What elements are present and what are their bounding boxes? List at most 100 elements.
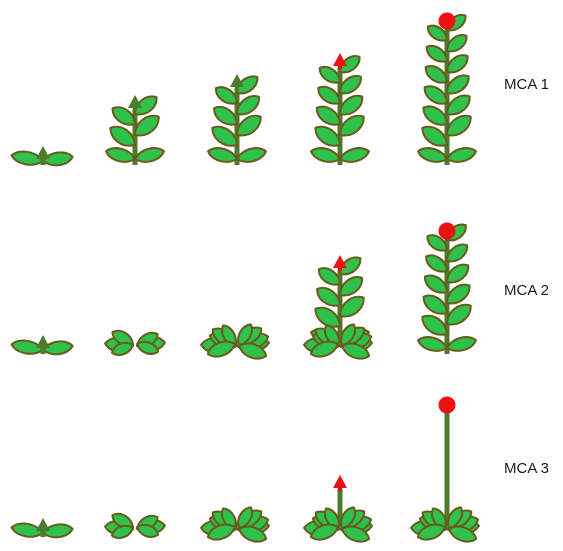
plant-stage-2 xyxy=(104,329,166,356)
leaf xyxy=(211,125,238,147)
plant-stage-1 xyxy=(10,335,74,356)
leaf xyxy=(236,114,262,137)
leaf xyxy=(134,114,160,137)
leaf xyxy=(42,523,74,539)
leaf xyxy=(446,243,469,263)
leaf xyxy=(206,523,236,541)
leaf xyxy=(446,336,477,352)
shoot-arrow-icon xyxy=(36,335,50,348)
leaf xyxy=(309,523,339,541)
plant-stage-4 xyxy=(310,53,370,165)
flower-bud xyxy=(438,12,456,30)
leaf xyxy=(10,339,44,355)
shoot-arrow-icon xyxy=(36,518,50,531)
plant-stage-4 xyxy=(303,255,373,360)
leaf xyxy=(425,44,448,63)
leaf xyxy=(422,105,448,126)
leaf xyxy=(42,151,74,167)
leaf xyxy=(341,525,371,543)
leaf xyxy=(238,342,268,360)
leaf xyxy=(109,125,136,147)
leaf xyxy=(310,147,341,163)
flower-bud xyxy=(438,222,456,240)
leaf xyxy=(417,336,448,352)
leaf xyxy=(315,105,341,126)
leaf xyxy=(134,147,165,163)
leaf xyxy=(447,506,463,529)
leaf xyxy=(10,522,44,538)
leaf xyxy=(10,150,44,166)
leaf xyxy=(236,147,267,163)
plant-stage-3 xyxy=(200,506,270,543)
leaf xyxy=(417,147,448,163)
shoot-arrow-icon xyxy=(36,146,50,159)
leaf xyxy=(207,147,238,163)
leaf xyxy=(318,65,341,84)
flower-bud xyxy=(438,396,456,414)
inflorescence-arrow-icon xyxy=(333,255,347,268)
leaf xyxy=(426,24,448,42)
leaf xyxy=(339,75,362,95)
leaf xyxy=(105,147,136,163)
plant-stage-4 xyxy=(303,475,373,543)
leaf xyxy=(214,86,238,105)
plant-row-3 xyxy=(10,396,480,543)
leaf xyxy=(339,94,364,116)
leaf xyxy=(446,303,472,326)
leaf xyxy=(446,74,470,95)
plant-stage-1 xyxy=(10,518,74,539)
leaf xyxy=(339,147,370,163)
plant-row-1 xyxy=(10,12,477,167)
plant-stage-5 xyxy=(410,396,480,543)
leaf xyxy=(317,85,341,105)
leaf xyxy=(340,323,356,346)
leaf xyxy=(425,254,448,273)
plant-stage-2 xyxy=(105,95,165,165)
plant-stage-2 xyxy=(104,512,166,539)
leaf xyxy=(421,125,448,147)
leaf xyxy=(446,114,472,137)
leaf xyxy=(446,283,471,305)
leaf xyxy=(446,147,477,163)
leaf xyxy=(237,323,253,346)
leaf xyxy=(416,523,446,541)
leaf xyxy=(421,314,448,336)
leaf xyxy=(446,263,470,284)
plant-stage-3 xyxy=(207,74,267,165)
leaf xyxy=(424,65,448,84)
leaf xyxy=(422,294,448,315)
leaf xyxy=(446,34,468,53)
leaf xyxy=(237,506,253,529)
leaf xyxy=(314,125,341,147)
inflorescence-arrow-icon xyxy=(333,475,347,488)
leaf xyxy=(213,106,238,126)
inflorescence-arrow-icon xyxy=(333,53,347,66)
shoot-arrow-icon xyxy=(128,95,142,108)
leaf xyxy=(446,94,471,116)
plant-row-2 xyxy=(10,222,477,360)
row-label-mca2: MCA 2 xyxy=(504,282,550,299)
plant-stage-5 xyxy=(417,222,477,354)
leaf xyxy=(136,523,160,538)
leaf xyxy=(238,525,268,543)
leaf xyxy=(317,267,341,286)
plant-stage-1 xyxy=(10,146,74,167)
leaf xyxy=(339,114,365,137)
leaf xyxy=(423,274,448,294)
plant-stage-3 xyxy=(200,323,270,360)
leaf xyxy=(110,524,134,539)
row-label-mca1: MCA 1 xyxy=(504,76,550,93)
shoot-arrow-icon xyxy=(230,74,244,87)
leaf xyxy=(136,340,160,355)
leaf xyxy=(340,506,356,529)
leaf xyxy=(42,340,74,356)
plant-stage-5 xyxy=(417,12,477,165)
leaf xyxy=(339,295,365,318)
leaf xyxy=(316,287,341,307)
leaf xyxy=(341,342,371,360)
leaf xyxy=(110,341,134,356)
leaf xyxy=(448,525,478,543)
leaf xyxy=(339,276,363,297)
leaf xyxy=(423,85,448,105)
